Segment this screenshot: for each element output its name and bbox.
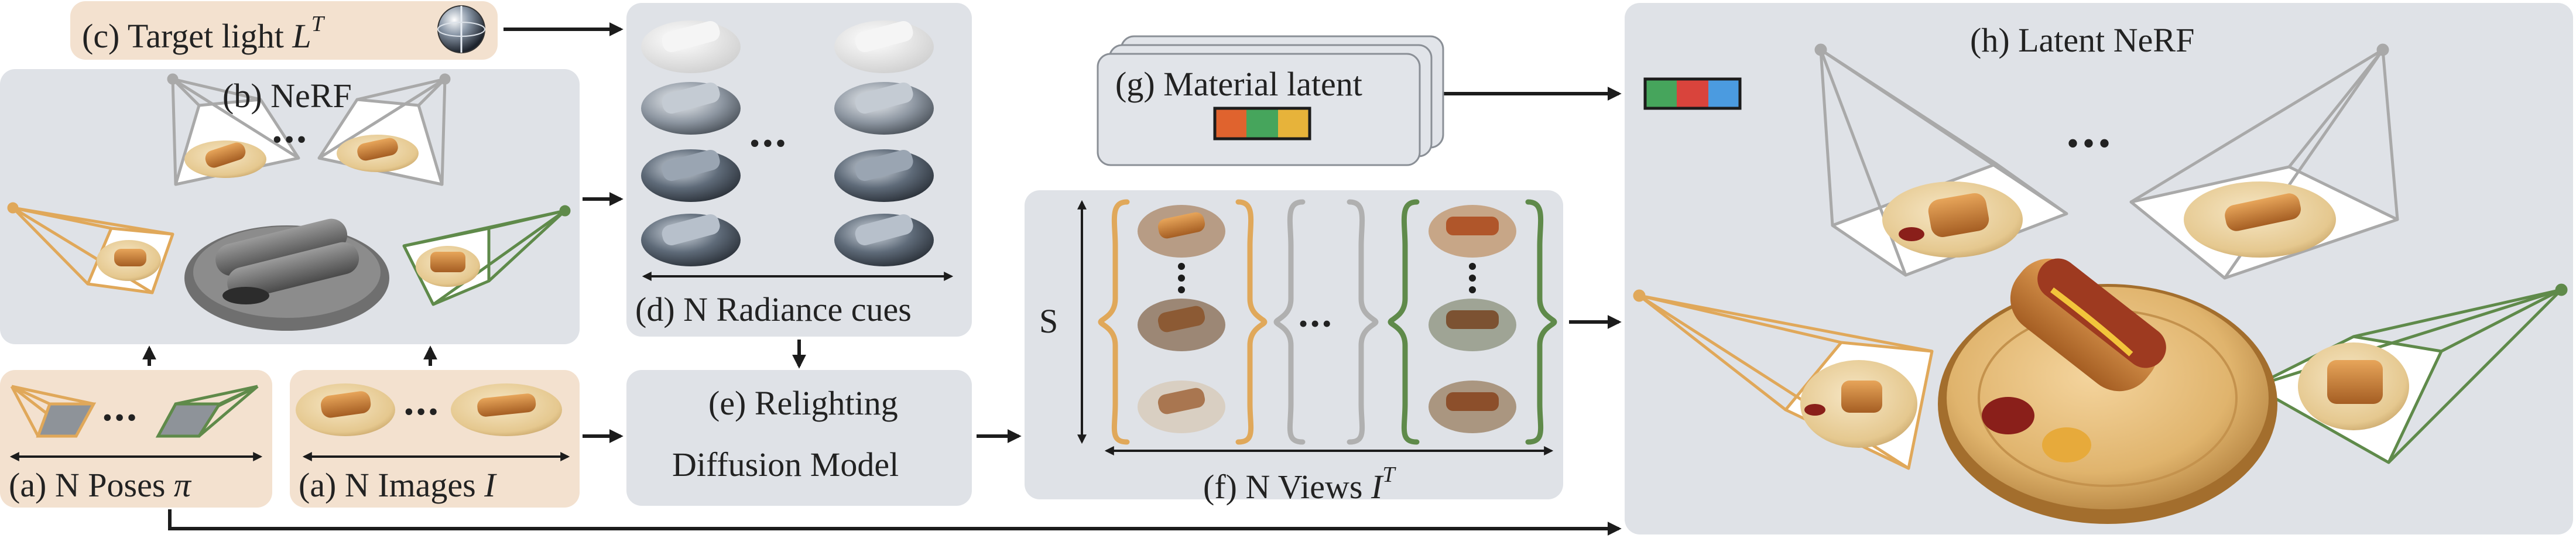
poses-dots: ••• — [102, 402, 139, 433]
material-latent-label: (g) Material latent — [1115, 65, 1362, 103]
relighting-panel — [626, 370, 972, 506]
cue-row-4 — [641, 214, 934, 266]
relighting-label-line2: Diffusion Model — [672, 446, 899, 484]
relighting-label-line1: (e) Relighting — [708, 384, 898, 422]
target-light-label: (c) Target light LT — [82, 12, 324, 55]
images-label: (a) N Images I — [299, 466, 496, 504]
poses-label: (a) N Poses π — [9, 466, 191, 504]
views-vertical-dots — [1178, 263, 1476, 293]
arrows — [142, 22, 1622, 536]
cue-row-1 — [641, 20, 934, 73]
poses-cameras — [10, 385, 259, 438]
cue-row-2 — [641, 82, 934, 135]
input-images — [296, 383, 562, 436]
material-latent-vector — [1213, 107, 1311, 141]
view-thumbnails — [1138, 205, 1516, 433]
hot-dog-render — [1938, 258, 2277, 524]
views-dots: ••• — [1299, 309, 1334, 338]
material-latent-stack — [1097, 35, 1444, 166]
nerf-dots: ••• — [272, 124, 309, 155]
cue-row-3 — [641, 149, 934, 202]
views-s-label: S — [1039, 302, 1059, 340]
radiance-cues-label: (d) N Radiance cues — [635, 290, 912, 328]
latent-rgb-vector — [1643, 77, 1742, 110]
views-label: (f) N Views IT — [1203, 462, 1395, 506]
radiance-cue-grid — [641, 20, 934, 266]
arrow-poses-to-latent — [168, 509, 1622, 536]
pose-frame-right — [155, 402, 222, 438]
target-light-panel — [70, 1, 498, 60]
radiance-cues-dots: ••• — [749, 127, 789, 160]
latent-nerf-dots: ••• — [2067, 124, 2115, 163]
latent-nerf-label: (h) Latent NeRF — [1970, 21, 2195, 59]
pose-frame-left — [36, 402, 97, 438]
views-brackets — [1098, 199, 1557, 445]
env-map-icon — [437, 5, 485, 53]
nerf-label: (b) NeRF — [222, 77, 352, 115]
nerf-geometry — [184, 218, 389, 331]
images-dots: ••• — [404, 396, 441, 427]
